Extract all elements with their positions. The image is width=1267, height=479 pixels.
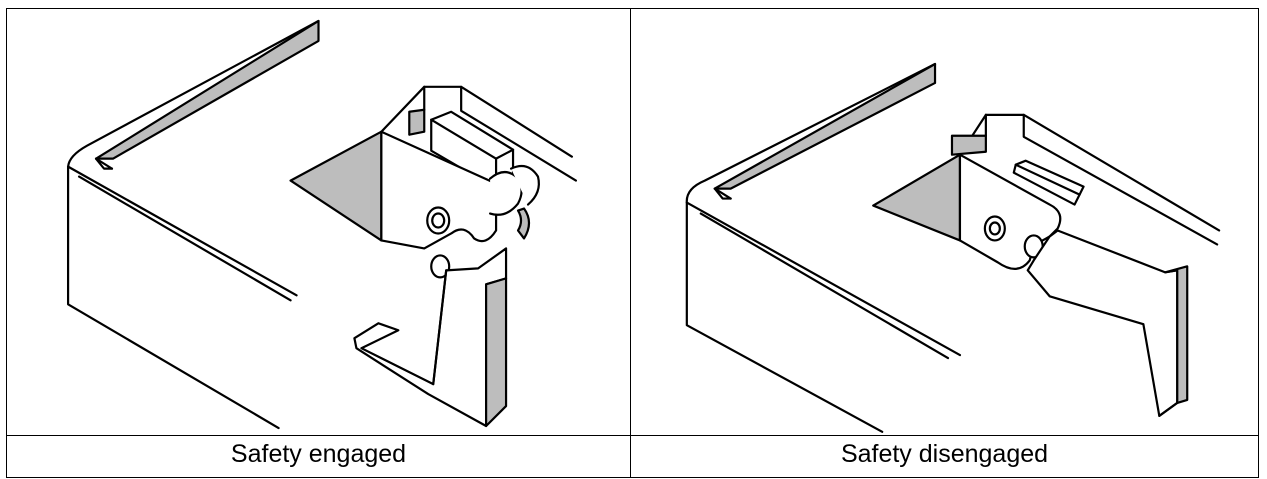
frame-outline bbox=[685, 62, 962, 433]
caption-text: Safety disengaged bbox=[840, 440, 1049, 468]
pivot-pin bbox=[983, 215, 1044, 259]
figure-table: Safety engaged Safety disengaged bbox=[6, 8, 1259, 478]
frame-outline bbox=[66, 19, 320, 430]
pivot-pin bbox=[426, 206, 451, 279]
safety-hook bbox=[353, 247, 508, 428]
safety-disengaged-drawing bbox=[685, 62, 1221, 433]
illustration-safety-engaged bbox=[7, 9, 631, 436]
safety-engaged-drawing bbox=[66, 19, 577, 430]
caption-text: Safety engaged bbox=[230, 440, 407, 468]
safety-arm bbox=[1026, 229, 1189, 417]
caption-safety-disengaged: Safety disengaged bbox=[631, 436, 1258, 477]
caption-safety-engaged: Safety engaged bbox=[7, 436, 631, 477]
latch-plate bbox=[380, 130, 540, 250]
latch-housing bbox=[872, 113, 1221, 246]
illustration-safety-disengaged bbox=[631, 9, 1258, 436]
